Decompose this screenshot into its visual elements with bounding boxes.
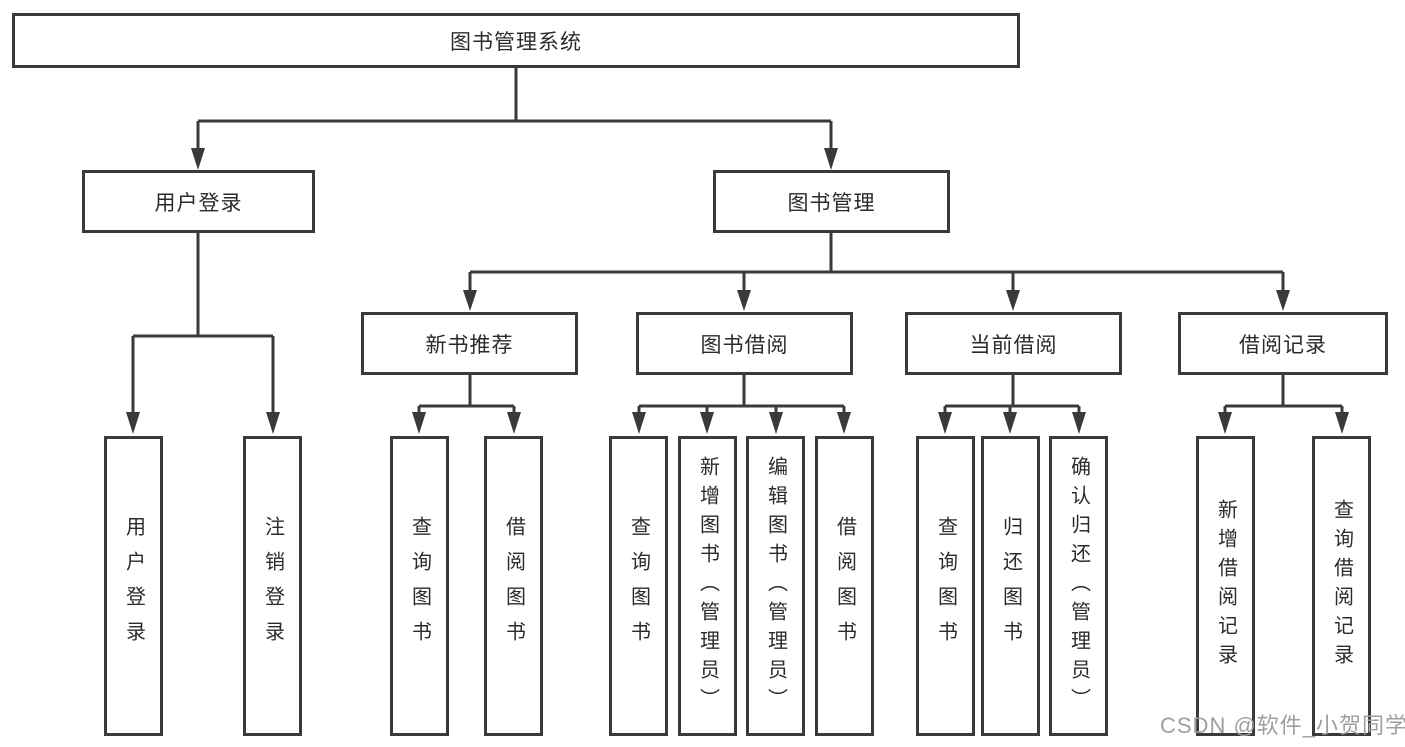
leaf-borrow-book: 借阅图书 (815, 436, 874, 736)
leaf-label: 查询图书 (934, 516, 957, 656)
node-user-login: 用户登录 (82, 170, 315, 233)
arrowhead (507, 412, 521, 434)
leaf-label: 查询图书 (627, 516, 650, 656)
leaf-borrow-book: 借阅图书 (484, 436, 543, 736)
leaf-query-borrow-record: 查询借阅记录 (1312, 436, 1371, 736)
leaf-confirm-return-admin: 确认归还（管理员） (1049, 436, 1108, 736)
leaf-label: 新增图书（管理员） (696, 455, 719, 717)
node-label: 当前借阅 (969, 333, 1058, 357)
arrowhead (463, 290, 477, 311)
arrowhead (1335, 412, 1349, 434)
leaf-label: 查询图书 (408, 516, 431, 656)
leaf-label: 确认归还（管理员） (1067, 455, 1090, 717)
leaf-add-borrow-record: 新增借阅记录 (1196, 436, 1255, 736)
arrowhead (938, 412, 952, 434)
csdn-watermark: CSDN @软件_小贺同学 (1160, 713, 1405, 738)
arrowhead (1003, 412, 1017, 434)
arrowhead (412, 412, 426, 434)
node-book-management: 图书管理 (713, 170, 950, 233)
leaf-label: 注销登录 (261, 516, 284, 656)
arrowhead (1072, 412, 1086, 434)
leaf-label: 编辑图书（管理员） (764, 455, 787, 717)
node-label: 用户登录 (154, 191, 243, 215)
arrowhead (837, 412, 851, 434)
arrowhead (769, 412, 783, 434)
arrowhead (700, 412, 714, 434)
leaf-label: 借阅图书 (833, 516, 856, 656)
node-library-management-system: 图书管理系统 (12, 13, 1020, 68)
node-label: 图书借阅 (700, 333, 789, 357)
arrowhead (1006, 290, 1020, 311)
leaf-label: 查询借阅记录 (1330, 499, 1353, 673)
arrowhead (737, 290, 751, 311)
arrowhead (824, 148, 838, 170)
leaf-logout: 注销登录 (243, 436, 302, 736)
leaf-label: 用户登录 (122, 516, 145, 656)
node-label: 借阅记录 (1239, 333, 1327, 357)
leaf-query-book: 查询图书 (916, 436, 975, 736)
leaf-user-login: 用户登录 (104, 436, 163, 736)
leaf-return-book: 归还图书 (981, 436, 1040, 736)
arrowhead (191, 148, 205, 170)
node-current-borrow: 当前借阅 (905, 312, 1122, 375)
leaf-label: 归还图书 (999, 516, 1022, 656)
arrowhead (632, 412, 646, 434)
leaf-query-book: 查询图书 (390, 436, 449, 736)
node-label: 图书管理 (787, 191, 876, 215)
arrowhead (266, 412, 280, 434)
leaf-edit-book-admin: 编辑图书（管理员） (746, 436, 805, 736)
arrowhead (1276, 290, 1290, 311)
node-label: 新书推荐 (425, 333, 514, 357)
node-book-borrow: 图书借阅 (636, 312, 853, 375)
node-borrow-record: 借阅记录 (1178, 312, 1388, 375)
node-label: 图书管理系统 (450, 30, 582, 54)
arrowhead (1218, 412, 1232, 434)
leaf-query-book: 查询图书 (609, 436, 668, 736)
leaf-add-book-admin: 新增图书（管理员） (678, 436, 737, 736)
arrowhead (126, 412, 140, 434)
leaf-label: 新增借阅记录 (1214, 499, 1237, 673)
leaf-label: 借阅图书 (502, 516, 525, 656)
node-new-book-recommend: 新书推荐 (361, 312, 578, 375)
